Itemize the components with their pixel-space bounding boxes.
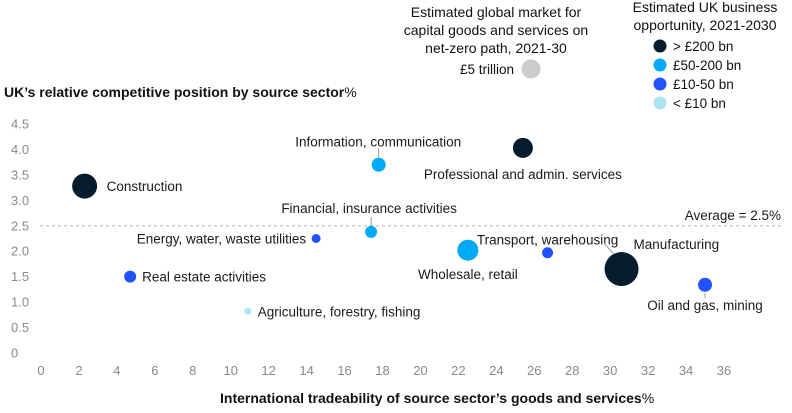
x-tick-label: 16 <box>337 363 351 378</box>
scatter-point <box>244 307 252 315</box>
x-tick-label: 4 <box>113 363 120 378</box>
legend-swatch <box>653 96 667 110</box>
x-tick-label: 6 <box>151 363 158 378</box>
scatter-point <box>698 277 713 292</box>
scatter-point <box>311 234 321 243</box>
scatter-point <box>365 225 378 238</box>
y-axis-title: UK’s relative competitive position by so… <box>4 84 357 100</box>
scatter-point <box>371 157 386 172</box>
size-legend-reference-label: £5 trillion <box>460 62 514 77</box>
x-tick-label: 2 <box>75 363 82 378</box>
size-legend-title-line-2: capital goods and services on <box>404 22 588 38</box>
color-legend: Estimated UK business opportunity, 2021-… <box>633 0 778 111</box>
point-label: Oil and gas, mining <box>647 298 763 313</box>
y-tick-label: 0.5 <box>11 320 29 335</box>
x-axis-unit: % <box>642 390 654 406</box>
point-label: Manufacturing <box>634 237 720 252</box>
scatter-point <box>604 252 639 287</box>
y-tick-label: 1.5 <box>11 269 29 284</box>
x-tick-label: 34 <box>679 363 693 378</box>
y-tick-label: 3.0 <box>11 193 29 208</box>
scatter-point <box>124 270 137 283</box>
y-tick-label: 4.0 <box>11 142 29 157</box>
y-tick-label: 2.0 <box>11 244 29 259</box>
leader-line <box>603 242 614 255</box>
legend-label: £50-200 bn <box>673 58 741 73</box>
point-label: Construction <box>107 179 183 194</box>
x-tick-label: 12 <box>261 363 275 378</box>
point-label: Energy, water, waste utilities <box>137 232 307 247</box>
y-tick-label: 4.5 <box>11 117 29 132</box>
point-label: Real estate activities <box>142 270 266 285</box>
scatter-point <box>457 239 479 261</box>
legend-swatch <box>653 77 667 91</box>
average-label: Average = 2.5% <box>685 208 781 223</box>
data-points <box>72 137 713 315</box>
x-tick-label: 10 <box>223 363 237 378</box>
legend-label: £10-50 bn <box>673 77 734 92</box>
scatter-point <box>512 137 533 158</box>
y-axis-ticks: 0 0.5 1.0 1.5 2.0 2.5 3.0 3.5 4.0 4.5 <box>11 117 29 361</box>
scatter-point <box>72 173 98 199</box>
size-legend-reference-bubble <box>521 59 541 79</box>
size-legend-title-line-1: Estimated global market for <box>411 4 582 20</box>
color-legend-title-line-1: Estimated UK business <box>633 0 778 15</box>
point-label: Transport, warehousing <box>477 233 618 248</box>
size-legend-title-line-3: net-zero path, 2021-30 <box>425 40 567 56</box>
legend-label: < £10 bn <box>673 96 726 111</box>
x-tick-label: 18 <box>375 363 389 378</box>
point-label: Professional and admin. services <box>424 167 622 182</box>
point-label: Financial, insurance activities <box>281 201 457 216</box>
x-tick-label: 30 <box>603 363 617 378</box>
point-label: Wholesale, retail <box>418 267 518 282</box>
x-tick-label: 14 <box>299 363 313 378</box>
y-tick-label: 2.5 <box>11 218 29 233</box>
y-axis-unit: % <box>344 84 356 100</box>
scatter-point <box>542 247 554 259</box>
x-tick-label: 8 <box>189 363 196 378</box>
x-axis-title-text: International tradeability of source sec… <box>220 390 642 406</box>
x-tick-label: 0 <box>37 363 44 378</box>
point-label: Information, communication <box>295 135 461 150</box>
x-tick-label: 22 <box>451 363 465 378</box>
legend-swatch <box>653 58 667 72</box>
y-axis-title-text: UK’s relative competitive position by so… <box>4 84 345 100</box>
y-tick-label: 3.5 <box>11 167 29 182</box>
y-tick-label: 1.0 <box>11 295 29 310</box>
x-axis-title: International tradeability of source sec… <box>220 390 654 406</box>
x-tick-label: 36 <box>717 363 731 378</box>
x-tick-label: 28 <box>565 363 579 378</box>
legend-label: > £200 bn <box>673 39 733 54</box>
size-legend: Estimated global market for capital good… <box>404 4 588 79</box>
point-label: Agriculture, forestry, fishing <box>258 304 421 319</box>
x-tick-label: 24 <box>489 363 503 378</box>
color-legend-title-line-2: opportunity, 2021-2030 <box>634 17 777 33</box>
x-tick-label: 26 <box>527 363 541 378</box>
x-tick-label: 20 <box>413 363 427 378</box>
legend-swatch <box>653 39 667 53</box>
y-tick-label: 0 <box>11 346 18 361</box>
x-tick-label: 32 <box>641 363 655 378</box>
